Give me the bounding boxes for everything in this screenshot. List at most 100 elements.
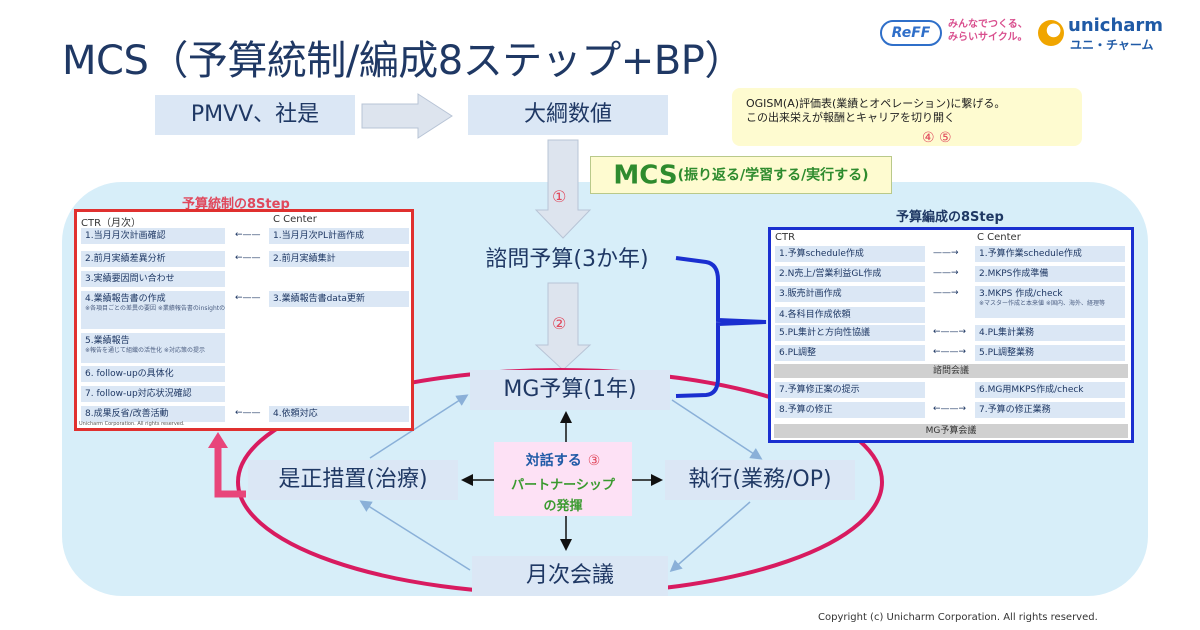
left-step-ctr-6: 6. follow-upの具体化 <box>81 366 225 382</box>
left-step-cc-1: 1.当月月次PL計画作成 <box>269 228 409 244</box>
partnership-line3: の発揮 <box>543 499 583 514</box>
node-execution: 執行(業務/OP) <box>665 460 855 500</box>
left-step-ctr-7: 7. follow-up対応状況確認 <box>81 386 225 402</box>
reff-logo: ReFF <box>880 20 942 46</box>
right-step-ctr-4: 4.各科目作成依頼 <box>775 307 925 323</box>
left-step-ctr-label: 4.業績報告書の作成 <box>85 294 166 304</box>
taiko-box: 大綱数値 <box>468 95 668 135</box>
blue-bracket <box>675 256 767 398</box>
page-title: MCS（予算統制/編成8ステップ+BP） <box>62 38 744 84</box>
left-head-cc: C Center <box>273 214 317 225</box>
left-step-ctr-1: 1.当月月次計画確認 <box>81 228 225 244</box>
mcs-sub: (振り返る/学習する/実行する) <box>677 167 869 184</box>
left-step-ctr-label: 2.前月実績差異分析 <box>85 254 166 264</box>
node-shimon-budget: 諮問予算(3か年) <box>460 240 674 280</box>
band-shimon-meeting: 諮問会議 <box>774 364 1128 378</box>
left-step-ctr-note: ※報告を通じて組織の活性化 ※対応策の提示 <box>85 347 205 354</box>
right-step-arrow-icon: ←——→ <box>933 404 967 414</box>
right-head-ctr: CTR <box>775 232 796 243</box>
right-step-cc-2: 2.MKPS作成準備 <box>975 266 1125 282</box>
right-step-arrow-icon: ←——→ <box>933 347 967 357</box>
right-step-ctr-2: 2.N売上/営業利益GL作成 <box>775 266 925 282</box>
left-step-cc-8: 4.依頼対応 <box>269 406 409 422</box>
right-step-cc-6: 5.PL調整業務 <box>975 345 1125 361</box>
left-step-ctr-8: 8.成果反省/改善活動 <box>81 406 225 422</box>
left-step-ctr-5: 5.業績報告※報告を通じて組織の活性化 ※対応策の提示 <box>81 333 225 363</box>
right-step-cc-5: 4.PL集計業務 <box>975 325 1125 341</box>
step-number-1: ① <box>552 187 567 206</box>
left-step-arrow-icon: ←—— <box>235 408 261 418</box>
ogism-note-numbers: ④ ⑤ <box>922 130 952 146</box>
budget-control-title: 予算統制の8Step <box>182 197 290 212</box>
right-step-cc-1: 1.予算作業schedule作成 <box>975 246 1125 262</box>
left-step-ctr-label: 3.実績要因問い合わせ <box>85 274 175 284</box>
pmvv-box: PMVV、社是 <box>155 95 355 135</box>
right-step-cc-6: 6.MG用MKPS作成/check <box>975 382 1125 398</box>
left-panel-copyright: Unicharm Corporation. All rights reserve… <box>79 421 185 427</box>
budget-planning-title: 予算編成の8Step <box>896 210 1004 225</box>
right-step-arrow-icon: ——→ <box>933 268 959 278</box>
mcs-label-box: MCS(振り返る/学習する/実行する) <box>590 156 892 194</box>
step-number-3: ③ <box>587 453 601 469</box>
left-step-cc-2: 2.前月実績集計 <box>269 251 409 267</box>
left-step-arrow-icon: ←—— <box>235 230 261 240</box>
step-number-2: ② <box>552 314 567 333</box>
arrow-shikko-to-getsuji <box>669 501 751 572</box>
ogism-note-line2: この出来栄えが報酬とキャリアを切り開く <box>746 111 955 124</box>
right-step-cc-3: 3.MKPS 作成/check※マスター作成と本来値 ※国内、海外、経理等 <box>975 286 1125 318</box>
left-step-arrow-icon: ←—— <box>235 253 261 263</box>
left-step-ctr-4: 4.業績報告書の作成※各項目ごとの差異の要因 ※業績報告書のinsightの作成… <box>81 291 225 329</box>
left-step-ctr-label: 7. follow-up対応状況確認 <box>85 389 192 399</box>
left-step-ctr-note: ※各項目ごとの差異の要因 ※業績報告書のinsightの作成 ※一般化をecon… <box>85 305 225 312</box>
right-step-arrow-icon: ←——→ <box>933 327 967 337</box>
right-step-arrow-icon: ——→ <box>933 288 959 298</box>
left-step-ctr-2: 2.前月実績差異分析 <box>81 251 225 267</box>
footer-copyright: Copyright (c) Unicharm Corporation. All … <box>818 612 1098 623</box>
arrow-taiko-to-shimon <box>534 139 592 239</box>
pink-return-arrow <box>214 446 246 498</box>
right-step-cc-label: 3.MKPS 作成/check <box>979 289 1063 299</box>
right-step-ctr-3: 3.販売計画作成 <box>775 286 925 302</box>
budget-control-panel: CTR（月次） C Center 1.当月月次計画確認 ←—— 1.当月月次PL計画… <box>74 209 414 431</box>
unicharm-logo-en: unicharm <box>1068 15 1164 36</box>
partnership-line1: 対話する <box>525 453 582 469</box>
right-step-ctr-8: 8.予算の修正 <box>775 402 925 418</box>
left-step-ctr-3: 3.実績要因問い合わせ <box>81 271 225 287</box>
partnership-line2: パートナーシップ <box>511 478 615 493</box>
right-step-cc-label: 5.PL調整業務 <box>979 348 1035 358</box>
left-step-ctr-label: 8.成果反省/改善活動 <box>85 409 169 419</box>
arrow-mg-to-shikko <box>671 399 763 460</box>
left-step-ctr-label: 6. follow-upの具体化 <box>85 369 174 379</box>
unicharm-logo-jp: ユニ・チャーム <box>1070 38 1154 52</box>
right-step-cc-label: 4.PL集計業務 <box>979 328 1035 338</box>
unicharm-mark-icon <box>1038 20 1064 46</box>
right-step-cc-label: 1.予算作業schedule作成 <box>979 249 1082 259</box>
left-step-arrow-icon: ←—— <box>235 293 261 303</box>
left-step-ctr-label: 1.当月月次計画確認 <box>85 231 166 241</box>
reff-tagline-2: みらいサイクル。 <box>948 32 1028 43</box>
left-step-cc-4: 3.業績報告書data更新 <box>269 291 409 307</box>
node-mg-budget: MG予算(1年) <box>470 370 670 410</box>
band-mg-meeting: MG予算会議 <box>774 424 1128 438</box>
right-step-ctr-1: 1.予算schedule作成 <box>775 246 925 262</box>
left-head-ctr: CTR（月次） <box>81 218 142 229</box>
arrow-getsuji-to-zesei <box>359 500 471 571</box>
ogism-note: OGISM(A)評価表(業績とオペレーション)に繋げる。 この出来栄えが報酬とキ… <box>732 88 1082 146</box>
mcs-label: MCS <box>613 160 678 191</box>
right-step-cc-7: 7.予算の修正業務 <box>975 402 1125 418</box>
right-step-cc-note: ※マスター作成と本来値 ※国内、海外、経理等 <box>979 300 1105 307</box>
right-step-cc-label: 2.MKPS作成準備 <box>979 269 1049 279</box>
partnership-box: 対話する ③ パートナーシップ の発揮 <box>494 442 632 516</box>
node-corrective-action: 是正措置(治療) <box>248 460 458 500</box>
node-monthly-meeting: 月次会議 <box>472 556 668 596</box>
right-step-ctr-5: 5.PL集計と方向性協議 <box>775 325 925 341</box>
arrow-zesei-to-mg <box>369 394 469 459</box>
right-step-ctr-6: 6.PL調整 <box>775 345 925 361</box>
ogism-note-line1: OGISM(A)評価表(業績とオペレーション)に繋げる。 <box>746 97 1006 110</box>
arrow-shimon-to-mg <box>534 282 592 371</box>
budget-planning-panel: CTR C Center 1.予算schedule作成——→1.予算作業sche… <box>768 227 1134 443</box>
right-step-arrow-icon: ——→ <box>933 248 959 258</box>
reff-tagline: みんなでつくる、 みらいサイクル。 <box>948 18 1028 44</box>
arrow-pmvv-to-taiko <box>361 93 453 139</box>
